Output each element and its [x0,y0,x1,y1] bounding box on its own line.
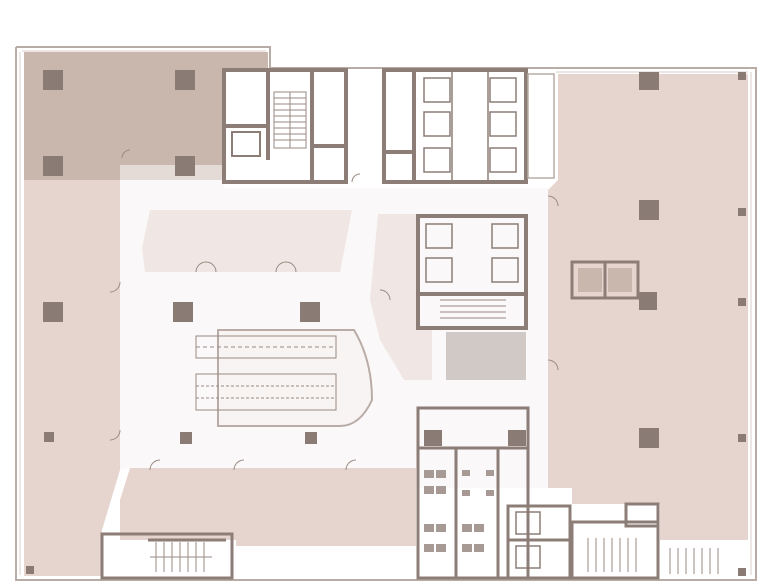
door-swing-icon [149,459,161,471]
door-swing-icon [547,195,559,207]
column-icon [173,302,193,322]
door-swing-icon [285,261,297,273]
door-swing-icon [109,281,121,293]
north-core-west [222,68,348,184]
door-swing-icon [233,459,245,471]
door-swing-icon [205,261,217,273]
escalator-icon [195,373,337,411]
toilet-fixtures [424,470,494,552]
tenant-south [120,468,416,546]
elevator-icon [423,147,451,173]
columns [26,70,746,576]
east-lift [570,260,640,300]
column-icon [738,72,746,80]
toilet-icon [436,486,446,494]
elevator-icon [489,77,517,103]
sink-icon [462,490,470,496]
sink-icon [486,470,494,476]
toilet-icon [462,524,472,532]
column-icon [44,432,54,442]
elevator-icon [423,111,451,137]
toilet-icon [436,524,446,532]
column-icon [639,200,659,220]
column-icon [43,302,63,322]
tenant-dark-zone [24,52,268,180]
toilet-icon [436,470,446,478]
east-lift-inner [578,268,602,292]
toilet-icon [436,544,446,552]
escalator-icon [195,335,337,359]
column-icon [639,292,657,310]
column-icon [180,432,192,444]
door-swing-icon [195,261,207,273]
restroom-core [416,406,530,580]
column-icon [26,566,34,574]
stair-icon [669,548,719,574]
column-icon [300,302,320,322]
column-icon [738,208,746,216]
door-swing-icon [379,289,391,301]
sink-icon [462,470,470,476]
elevator-icon [491,257,519,283]
toilet-icon [462,544,472,552]
toilet-icon [474,544,484,552]
column-icon [639,72,659,90]
column-icon [305,432,317,444]
tenant-west [24,180,120,576]
column-icon [43,156,63,176]
column-icon [639,428,659,448]
south-west-core [100,532,234,580]
toilet-icon [424,524,434,532]
column-icon [424,430,442,446]
elevator-icon [425,257,453,283]
column-icon [738,568,746,576]
elevator-icon [489,147,517,173]
column-icon [175,156,195,176]
toilet-icon [424,544,434,552]
elevator-icon [423,77,451,103]
sink-icon [486,490,494,496]
elevator-bank-central [425,223,519,283]
south-east-core [506,502,660,580]
east-lift-inner [608,268,632,292]
toilet-icon [424,486,434,494]
door-swing-icon [547,359,559,371]
door-swing-icon [275,261,287,273]
north-core-east [382,68,528,184]
toilet-icon [424,470,434,478]
stair-icon [150,542,212,572]
column-icon [738,298,746,306]
shaft [527,73,555,179]
building-outline [15,46,757,581]
elevator-icon [515,511,541,535]
elevator-bank-north [423,72,517,180]
toilet-icon [474,524,484,532]
elevator-icon [425,223,453,249]
door-swing-icon [109,429,121,441]
door-swing-icon [121,149,131,159]
door-swing-icon [345,459,357,471]
stair-icon [587,538,637,572]
stair-icon [440,299,506,319]
elevator-bank-south [515,511,541,569]
stair-icon [273,91,307,149]
door-swings [109,149,559,471]
elevator-icon [491,223,519,249]
column-icon [508,430,526,446]
escalator-area [195,329,374,427]
elevator-icon [231,131,261,157]
elevator-icon [489,111,517,137]
door-swing-icon [351,173,361,183]
elevator-icon [515,545,541,569]
central-core [416,214,528,330]
column-icon [738,434,746,442]
column-icon [43,70,63,90]
column-icon [175,70,195,90]
